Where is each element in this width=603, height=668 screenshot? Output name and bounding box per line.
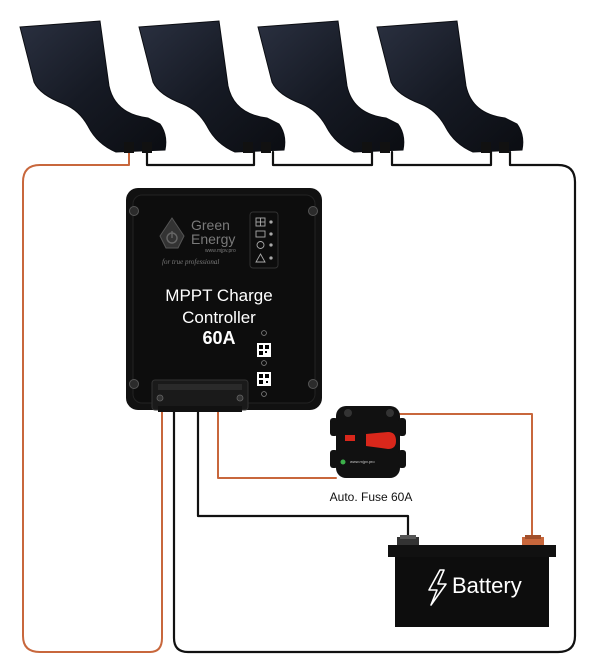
terminal-block: [151, 379, 249, 412]
pv-negative-wire: [172, 150, 577, 654]
fuse-label: Auto. Fuse 60A: [330, 490, 413, 504]
controller-rating: 60A: [202, 328, 235, 348]
solar-panels: [19, 20, 524, 153]
battery: Battery: [388, 535, 556, 627]
panel-series-link-2: [271, 150, 374, 167]
panel-series-link-1: [145, 150, 256, 167]
mounting-holes: [129, 206, 318, 389]
battery-status-icon: [255, 230, 266, 238]
battery-negative-wire: [196, 410, 410, 540]
load-icon: [256, 241, 265, 249]
warning-icon: [255, 253, 266, 263]
solar-panel-icon: [19, 20, 167, 153]
auto-fuse: www.mjpv.pro: [330, 406, 406, 478]
solar-panel-icon: [376, 20, 524, 153]
battery-negative-terminal: [397, 537, 419, 545]
brand-tagline: for true professional: [162, 258, 219, 266]
brand-line1: Green: [191, 217, 230, 233]
battery-label: Battery: [452, 573, 522, 598]
qr-code-icon: [257, 330, 271, 397]
fuse-brand-url: www.mjpv.pro: [350, 459, 375, 464]
lightning-bolt-icon: [428, 569, 447, 606]
solar-panel-icon: [138, 20, 286, 153]
battery-positive-terminal: [522, 537, 544, 545]
controller-title-line2: Controller: [182, 308, 256, 327]
pv-positive-wire: [22, 151, 163, 653]
panel-series-link-3: [390, 150, 493, 167]
battery-positive-wire-controller: [217, 411, 337, 479]
brand-url: www.mjpv.pro: [205, 248, 236, 254]
wiring: [22, 150, 577, 654]
fuse-indicator: [345, 435, 355, 441]
mppt-charge-controller: Green Energy www.mjpv.pro for true profe…: [126, 188, 322, 412]
fuse-reset-lever[interactable]: [366, 432, 396, 449]
controller-title-line1: MPPT Charge: [165, 286, 272, 305]
status-indicators: [249, 211, 279, 269]
solar-panel-icon: [257, 20, 405, 153]
brand-line2: Energy: [191, 231, 235, 247]
battery-positive-wire-fuse: [397, 413, 533, 539]
green-energy-logo-icon: [159, 217, 185, 249]
